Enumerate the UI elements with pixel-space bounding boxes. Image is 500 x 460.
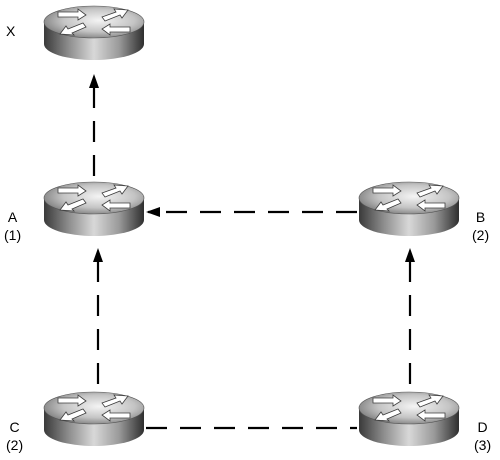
router-x xyxy=(43,5,145,61)
router-icon xyxy=(43,5,145,61)
router-d xyxy=(358,391,460,447)
node-name: X xyxy=(6,23,16,39)
edges xyxy=(89,74,415,430)
node-name: A xyxy=(7,209,18,225)
node-label-x: X xyxy=(6,22,15,40)
node-cost: (2) xyxy=(6,437,24,453)
router-c xyxy=(43,391,145,447)
router-b xyxy=(358,181,460,237)
router-icon xyxy=(43,181,145,237)
node-cost: (3) xyxy=(474,437,492,453)
node-label-c: C (2) xyxy=(6,418,23,454)
node-label-a: A (1) xyxy=(4,208,21,244)
node-name: D xyxy=(477,419,488,435)
node-label-b: B (2) xyxy=(472,208,489,244)
node-name: C xyxy=(9,419,20,435)
router-icon xyxy=(358,391,460,447)
node-cost: (2) xyxy=(472,227,490,243)
node-cost: (1) xyxy=(4,227,22,243)
node-label-d: D (3) xyxy=(474,418,491,454)
router-icon xyxy=(358,181,460,237)
router-icon xyxy=(43,391,145,447)
router-a xyxy=(43,181,145,237)
node-name: B xyxy=(475,209,486,225)
